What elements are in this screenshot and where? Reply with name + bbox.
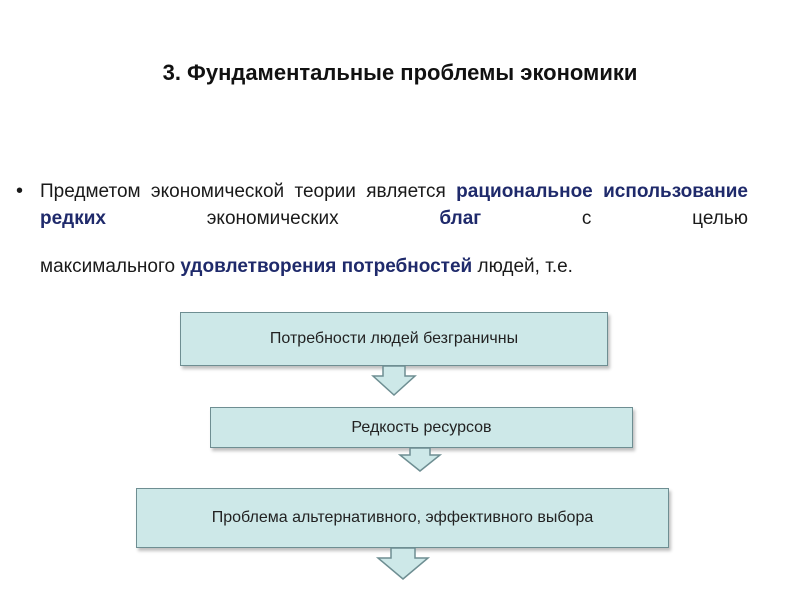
down-arrow-icon — [371, 365, 417, 397]
paragraph-text: с целью — [481, 208, 748, 229]
paragraph-text: Предметом экономической теории является — [40, 181, 457, 202]
definition-paragraph-last-line: максимального удовлетворения потребносте… — [40, 253, 748, 280]
definition-paragraph: Предметом экономической теории является … — [40, 178, 748, 232]
paragraph-text: людей, т.е. — [472, 256, 573, 277]
paragraph-highlight-goods: благ — [439, 208, 482, 229]
bullet-marker: • — [16, 180, 24, 202]
paragraph-highlight-needs: удовлетворения потребностей — [180, 256, 473, 277]
paragraph-highlight-rational-use: рациональное использование редких — [40, 181, 748, 229]
flow-box-choice-problem: Проблема альтернативного, эффективного в… — [136, 488, 669, 548]
flow-box-label: Потребности людей безграничны — [269, 330, 519, 347]
down-arrow-icon — [397, 447, 443, 472]
paragraph-text: максимального — [40, 256, 181, 277]
flow-box-resource-scarcity: Редкость ресурсов — [210, 407, 633, 448]
flow-box-label: Редкость ресурсов — [351, 418, 492, 436]
paragraph-text: экономических — [106, 208, 440, 229]
down-arrow-icon — [375, 547, 431, 580]
flow-box-unlimited-needs: Потребности людей безграничны — [180, 312, 608, 366]
flow-box-label: Проблема альтернативного, эффективного в… — [211, 509, 594, 526]
slide-title: 3. Фундаментальные проблемы экономики — [162, 60, 638, 85]
